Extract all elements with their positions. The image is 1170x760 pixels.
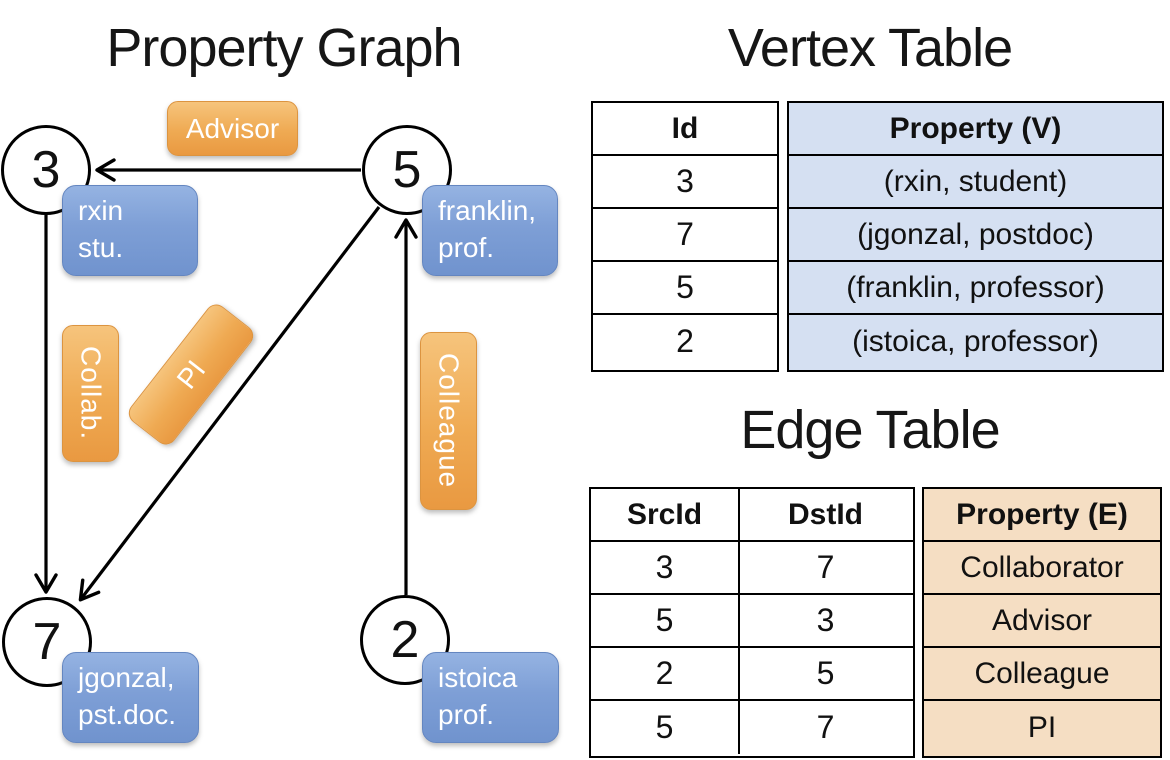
edge-table-srcid-cell: 2 [591,648,740,699]
vertex-callout-jgonzal-line2: pst.doc. [78,699,177,731]
vertex-table-property-cell: (jgonzal, postdoc) [857,217,1094,251]
vertex-table-id-cell: 3 [676,163,694,199]
edge-table-title: Edge Table [740,400,1000,460]
edge-label-pi-text: PI [170,354,211,395]
edge-table-header-property: Property (E) [956,497,1128,531]
vertex-table-property-cell: (istoica, professor) [852,324,1099,358]
edge-table-property-cell: Collaborator [960,550,1124,584]
vertex-table-property-column: Property (V) (rxin, student) (jgonzal, p… [787,101,1164,372]
edge-table-dstid-cell: 5 [816,655,835,691]
edge-label-pi: PI [124,300,258,449]
vertex-table-id-cell: 5 [676,269,694,305]
vertex-callout-rxin-line1: rxin [78,195,124,226]
edge-table-dstid-cell: 7 [816,709,835,745]
vertex-callout-jgonzal-line1: jgonzal, [78,662,175,693]
edge-table-property-cell: Advisor [991,603,1093,637]
edge-table-property-cell: Colleague [974,656,1110,690]
vertex-table-id-cell: 2 [676,323,694,359]
vertex-callout-rxin: rxin stu. [62,185,198,276]
vertex-callout-franklin-line1: franklin, [438,195,537,226]
property-graph-title: Property Graph [106,18,462,78]
vertex-table-header-id: Id [671,111,699,145]
edge-label-colleague: Colleague [420,332,477,510]
vertex-table-title: Vertex Table [727,18,1013,78]
vertex-table-property-cell: (franklin, professor) [846,270,1105,304]
vertex-callout-istoica-line2: prof. [438,699,495,731]
vertex-table-id-cell: 7 [676,216,694,252]
edge-label-colleague-text: Colleague [433,353,465,489]
vertex-callout-istoica-line1: istoica [438,662,518,693]
edge-table-srcid-cell: 5 [591,595,740,646]
vertex-callout-rxin-line2: stu. [78,232,124,264]
edge-table-dstid-cell: 3 [816,602,835,638]
edge-table-property-column: Property (E) Collaborator Advisor Collea… [922,487,1162,758]
vertex-table-header-property: Property (V) [889,111,1062,145]
edge-label-advisor-text: Advisor [185,112,280,144]
vertex-node-5: 5 [362,125,452,215]
vertex-table-id-column: Id 3 7 5 2 [591,101,779,372]
vertex-table-property-cell: (rxin, student) [883,164,1068,198]
vertex-callout-franklin-line2: prof. [438,232,495,264]
edge-label-collab: Collab. [62,325,119,462]
edge-label-collab-text: Collab. [75,346,107,441]
vertex-callout-istoica: istoica prof. [422,652,559,743]
edge-table-srcid-cell: 5 [591,701,740,754]
edge-table-header-srcid: SrcId [591,489,740,540]
vertex-node-3: 3 [1,125,91,215]
vertex-callout-jgonzal: jgonzal, pst.doc. [62,652,199,743]
edge-table-srcid-cell: 3 [591,542,740,593]
edge-table-dstid-cell: 7 [816,549,835,585]
edge-table-id-columns: SrcId DstId 3 7 5 3 2 5 5 7 [589,487,915,758]
edge-table-property-cell: PI [1027,710,1057,744]
edge-label-advisor: Advisor [167,101,298,156]
edge-table-header-dstid: DstId [788,497,863,531]
vertex-callout-franklin: franklin, prof. [422,185,558,276]
